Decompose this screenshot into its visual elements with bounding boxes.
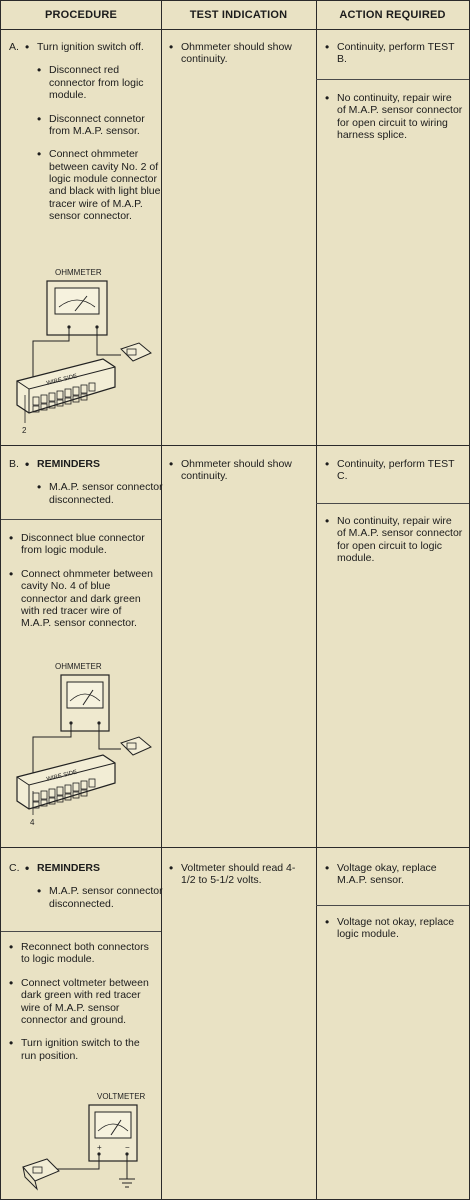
cavity-number: 4 <box>30 818 35 827</box>
sub-divider <box>316 503 469 504</box>
reminders-heading: REMINDERS <box>25 457 153 472</box>
test-a-indication: Ohmmeter should show continuity. <box>169 40 309 77</box>
meter-label: OHMMETER <box>55 662 102 671</box>
action-text: Voltage not okay, replace logic module. <box>325 915 463 941</box>
procedure-step: Turn ignition switch to the run position… <box>9 1036 153 1062</box>
map-sensor-connector-icon <box>120 342 152 362</box>
header-procedure: PROCEDURE <box>44 9 118 21</box>
procedure-step: Connect ohmmeter between cavity No. 2 of… <box>37 147 165 222</box>
indication-text: Voltmeter should read 4-1/2 to 5-1/2 vol… <box>169 861 309 887</box>
test-b-reminders: REMINDERS M.A.P. sensor connector discon… <box>25 457 163 517</box>
procedure-step: Connect ohmmeter between cavity No. 4 of… <box>9 567 153 630</box>
column-divider <box>316 1 317 1199</box>
test-c-letter: C. <box>9 862 20 874</box>
reminder-item: M.A.P. sensor connector disconnected. <box>37 884 165 910</box>
test-c-reminders: REMINDERS M.A.P. sensor connector discon… <box>25 861 163 921</box>
meter-dial <box>54 287 100 315</box>
ground-icon <box>119 1178 135 1188</box>
test-b-action-2: No continuity, repair wire of M.A.P. sen… <box>325 514 463 576</box>
test-b-action-1: Continuity, perform TEST C. <box>325 457 463 494</box>
logic-module-connector-icon: WIRE SIDE <box>16 754 116 810</box>
header-test-indication: TEST INDICATION <box>189 9 288 21</box>
test-c-procedure: Reconnect both connectors to logic modul… <box>9 940 153 1073</box>
logic-module-connector-icon: WIRE SIDE <box>16 358 116 414</box>
action-text: No continuity, repair wire of M.A.P. sen… <box>325 514 463 565</box>
test-a-action-1: Continuity, perform TEST B. <box>325 40 463 77</box>
test-a-procedure: Turn ignition switch off. Disconnect red… <box>25 40 161 234</box>
meter-dial <box>94 1111 132 1139</box>
test-c-action-2: Voltage not okay, replace logic module. <box>325 915 463 952</box>
procedure-step: Disconnect blue connector from logic mod… <box>9 531 153 557</box>
test-a-action-2: No continuity, repair wire of M.A.P. sen… <box>325 91 463 153</box>
procedure-step: Reconnect both connectors to logic modul… <box>9 940 153 966</box>
test-b-letter: B. <box>9 458 19 470</box>
indication-text: Ohmmeter should show continuity. <box>169 457 309 483</box>
voltmeter-diagram-c: VOLTMETER + − <box>22 1092 146 1191</box>
column-divider <box>161 1 162 1199</box>
cavity-number: 2 <box>22 426 27 435</box>
procedure-step: Connect voltmeter between dark green wit… <box>9 976 153 1027</box>
meter-label: VOLTMETER <box>97 1092 146 1101</box>
procedure-step: Turn ignition switch off. <box>25 40 153 55</box>
reminders-heading: REMINDERS <box>25 861 153 876</box>
row-divider <box>1 847 469 848</box>
ohmmeter-diagram-b: OHMMETER WIRE SIDE 4 <box>16 662 152 827</box>
map-sensor-connector-icon <box>22 1158 60 1191</box>
sub-divider <box>316 79 469 80</box>
action-text: Continuity, perform TEST B. <box>325 40 463 66</box>
action-text: Voltage okay, replace M.A.P. sensor. <box>325 861 463 887</box>
sub-divider <box>1 931 161 932</box>
test-a-letter: A. <box>9 41 19 53</box>
row-divider <box>1 445 469 446</box>
map-sensor-connector-icon <box>120 736 152 756</box>
indication-text: Ohmmeter should show continuity. <box>169 40 309 66</box>
procedure-step: Disconnect red connector from logic modu… <box>37 63 165 101</box>
meter-dial <box>66 681 104 709</box>
minus-label: − <box>125 1143 130 1152</box>
reminder-item: M.A.P. sensor connector disconnected. <box>37 480 165 506</box>
action-text: Continuity, perform TEST C. <box>325 457 463 483</box>
plus-label: + <box>97 1143 102 1152</box>
ohmmeter-diagram-a: OHMMETER WIRE SIDE 2 <box>16 268 152 435</box>
sub-divider <box>1 519 161 520</box>
test-c-action-1: Voltage okay, replace M.A.P. sensor. <box>325 861 463 898</box>
meter-label: OHMMETER <box>55 268 102 277</box>
sub-divider <box>316 905 469 906</box>
header-action-required: ACTION REQUIRED <box>339 9 446 21</box>
test-b-indication: Ohmmeter should show continuity. <box>169 457 309 494</box>
table-header: PROCEDURE TEST INDICATION ACTION REQUIRE… <box>1 1 469 30</box>
test-c-indication: Voltmeter should read 4-1/2 to 5-1/2 vol… <box>169 861 309 898</box>
test-b-procedure: Disconnect blue connector from logic mod… <box>9 531 153 641</box>
action-text: No continuity, repair wire of M.A.P. sen… <box>325 91 463 142</box>
procedure-step: Disconnect connetor from M.A.P. sensor. <box>37 112 165 138</box>
